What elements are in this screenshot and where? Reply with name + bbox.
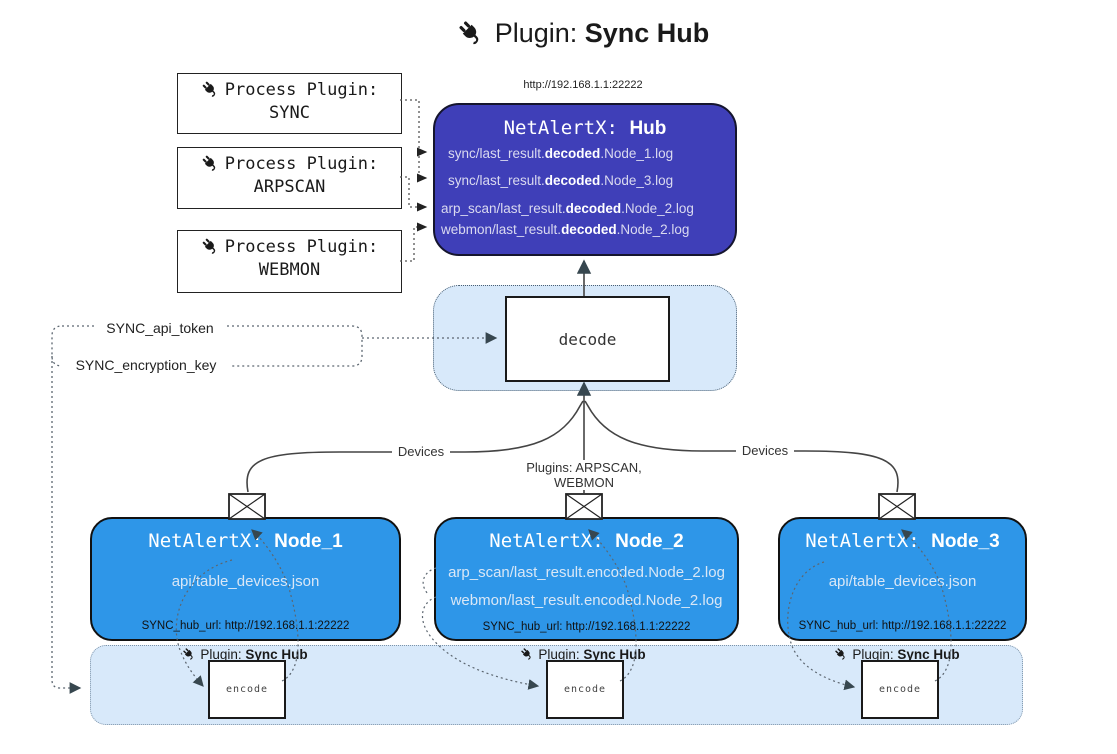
page-title: Plugin: Sync Hub xyxy=(0,18,1117,49)
hub-title-mono: NetAlertX: xyxy=(503,117,630,139)
node-hub-url: SYNC_hub_url: http://192.168.1.1:22222 xyxy=(482,621,691,633)
hub-title: NetAlertX: Hub xyxy=(435,117,735,140)
process-plugin-label: Process Plugin: xyxy=(224,237,379,257)
sync-api-token-label: SYNC_api_token xyxy=(96,321,224,336)
process-plugin-arpscan: Process Plugin: ARPSCAN xyxy=(177,147,402,209)
encode-box: encode xyxy=(861,660,939,719)
node-file: arp_scan/last_result.encoded.Node_2.log xyxy=(448,564,725,581)
node-hub-url: SYNC_hub_url: http://192.168.1.1:22222 xyxy=(141,620,350,632)
node-hub-url: SYNC_hub_url: http://192.168.1.1:22222 xyxy=(798,620,1007,632)
encode-box: encode xyxy=(546,660,624,719)
envelope-icon xyxy=(228,493,266,520)
hub-box: NetAlertX: Hub sync/last_result.decoded.… xyxy=(433,103,737,256)
edge-webmon-row4 xyxy=(400,222,428,262)
hub-file-row: sync/last_result.decoded.Node_1.log xyxy=(448,146,674,161)
secrets-to-band xyxy=(51,356,82,694)
edge-label-devices-right: Devices xyxy=(736,443,794,458)
node-file: api/table_devices.json xyxy=(171,573,320,590)
page-title-bold: Sync Hub xyxy=(584,18,710,48)
node-title-mono: NetAlertX: xyxy=(148,530,275,552)
hub-title-bold: Hub xyxy=(629,118,667,139)
node-file: webmon/last_result.encoded.Node_2.log xyxy=(450,592,723,609)
plug-icon xyxy=(201,237,219,255)
process-plugin-name: SYNC xyxy=(269,103,310,123)
node-2-box: NetAlertX: Node_2 arp_scan/last_result.e… xyxy=(434,517,739,641)
envelope-icon xyxy=(878,493,916,520)
plug-icon xyxy=(520,646,534,660)
plug-icon xyxy=(201,80,219,98)
node-title-mono: NetAlertX: xyxy=(489,530,616,552)
edge-label-devices-left: Devices xyxy=(392,444,450,459)
page-title-text: Plugin: xyxy=(494,18,585,48)
process-plugin-label: Process Plugin: xyxy=(224,80,379,100)
process-plugin-sync: Process Plugin: SYNC xyxy=(177,73,402,134)
node-title-mono: NetAlertX: xyxy=(805,530,932,552)
hub-file-row: sync/last_result.decoded.Node_3.log xyxy=(448,173,674,188)
process-plugin-label: Process Plugin: xyxy=(224,154,379,174)
node-title-bold: Node_2 xyxy=(615,531,684,552)
hub-file-row: webmon/last_result.decoded.Node_2.log xyxy=(441,222,690,237)
decode-label: decode xyxy=(558,329,617,349)
plug-icon xyxy=(457,19,483,45)
process-plugin-name: WEBMON xyxy=(258,260,321,280)
process-plugin-webmon: Process Plugin: WEBMON xyxy=(177,230,402,293)
plug-icon xyxy=(834,646,848,660)
edge-sync-plugin xyxy=(400,99,420,178)
decode-box: decode xyxy=(505,296,670,382)
edge-label-plugins: Plugins: ARPSCAN, WEBMON xyxy=(498,460,670,490)
process-plugin-name: ARPSCAN xyxy=(253,177,326,197)
plug-icon xyxy=(201,154,219,172)
node-title-bold: Node_1 xyxy=(274,531,343,552)
plug-icon xyxy=(182,646,196,660)
node-3-box: NetAlertX: Node_3 api/table_devices.json… xyxy=(778,517,1027,641)
hub-file-row: arp_scan/last_result.decoded.Node_2.log xyxy=(441,201,694,216)
node-title-bold: Node_3 xyxy=(931,531,1000,552)
edge-arpscan-row3 xyxy=(400,176,428,212)
sync-encryption-key-label: SYNC_encryption_key xyxy=(62,358,230,373)
hub-url: http://192.168.1.1:22222 xyxy=(523,79,643,91)
node-1-box: NetAlertX: Node_1 api/table_devices.json… xyxy=(90,517,401,641)
node-file: api/table_devices.json xyxy=(828,573,977,590)
envelope-icon xyxy=(565,493,603,520)
encode-box: encode xyxy=(208,660,286,719)
